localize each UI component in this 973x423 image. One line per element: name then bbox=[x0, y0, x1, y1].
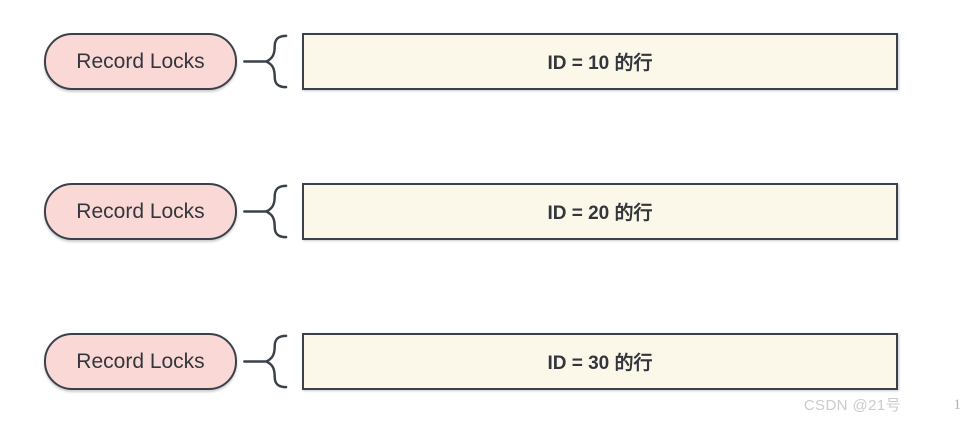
record-lock-row: Record Locks ID = 10 的行 bbox=[0, 33, 973, 90]
record-lock-row: Record Locks ID = 30 的行 bbox=[0, 333, 973, 390]
curly-brace-icon bbox=[243, 34, 288, 89]
curly-brace-icon bbox=[243, 334, 288, 389]
record-locks-label: Record Locks bbox=[76, 349, 205, 373]
curly-brace-icon bbox=[243, 184, 288, 239]
locked-row-box: ID = 10 的行 bbox=[302, 33, 898, 90]
record-locks-pill: Record Locks bbox=[44, 33, 237, 90]
locked-row-label: ID = 30 的行 bbox=[547, 353, 653, 374]
record-locks-label: Record Locks bbox=[76, 199, 205, 223]
locked-row-box: ID = 20 的行 bbox=[302, 183, 898, 240]
watermark: CSDN @21号 bbox=[803, 397, 901, 414]
record-locks-pill: Record Locks bbox=[44, 333, 237, 390]
record-locks-pill: Record Locks bbox=[44, 183, 237, 240]
record-lock-row: Record Locks ID = 20 的行 bbox=[0, 183, 973, 240]
locked-row-label: ID = 20 的行 bbox=[547, 203, 653, 224]
locked-row-label: ID = 10 的行 bbox=[547, 53, 653, 74]
page-number: 1 bbox=[953, 397, 962, 413]
locked-row-box: ID = 30 的行 bbox=[302, 333, 898, 390]
record-locks-label: Record Locks bbox=[76, 49, 205, 73]
